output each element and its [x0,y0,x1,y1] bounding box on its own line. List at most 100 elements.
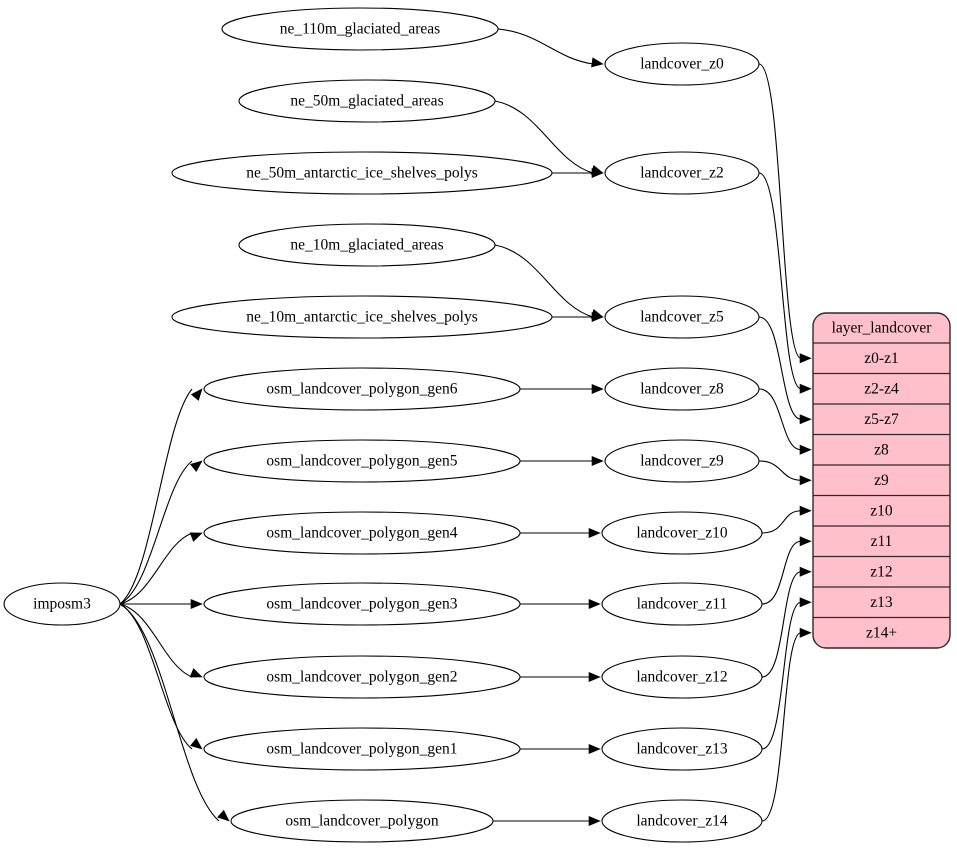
node-label: landcover_z14 [636,813,727,830]
edge-arrowhead [799,566,812,577]
layer-node-landcover_z13[interactable]: landcover_z13 [601,727,763,771]
edge-arrowhead [799,536,812,547]
layer-landcover-table[interactable]: layer_landcover z0-z1 z2-z4 z5-z7 z8 z9 z10 z11… [812,312,951,649]
edge-arrowhead [189,668,203,678]
edge-arrowhead [799,627,812,638]
node-label: landcover_z5 [640,309,724,326]
layer-table-row[interactable]: z0-z1 [864,350,898,367]
edge-imposm3-to-osm_landcover_polygon_gen6 [119,388,193,605]
nodes-layer: imposm3 ne_110m_glaciated_areas ne_50m_gla… [3,7,763,843]
node-label: osm_landcover_polygon_gen5 [266,453,457,470]
edge-arrowhead [588,671,601,683]
edge-landcover_z11-to-layer_landcover-z11 [761,540,802,605]
layer-table-row[interactable]: z12 [870,563,892,580]
node-label: ne_110m_glaciated_areas [280,21,440,38]
node-ellipse [601,799,763,843]
layer-table-row[interactable]: z13 [870,594,893,611]
layer-node-landcover_z8[interactable]: landcover_z8 [604,367,760,411]
edge-arrowhead [799,475,812,486]
node-label: ne_50m_glaciated_areas [290,93,443,110]
table-node-osm_landcover_polygon_gen4[interactable]: osm_landcover_polygon_gen4 [203,511,521,555]
edge-landcover_z9-to-layer_landcover-z9 [758,460,802,481]
node-label: landcover_z8 [640,381,724,398]
node-ellipse [221,7,499,51]
edge-imposm3-to-osm_landcover_polygon [119,603,220,822]
node-ellipse [238,79,496,123]
edge-landcover_z2-to-layer_landcover-z2-z4 [758,172,802,390]
layer-table-row[interactable]: z9 [874,472,889,489]
table-node-ne_50m_glaciated_areas[interactable]: ne_50m_glaciated_areas [238,79,496,123]
layer-table-row[interactable]: z11 [871,533,893,550]
layer-node-landcover_z12[interactable]: landcover_z12 [601,655,763,699]
edge-imposm3-to-osm_landcover_polygon_gen5 [119,460,193,605]
node-ellipse [601,655,763,699]
edge-arrowhead [217,809,230,822]
node-ellipse [203,439,521,483]
edge-landcover_z13-to-layer_landcover-z13 [761,601,802,750]
table-node-osm_landcover_polygon[interactable]: osm_landcover_polygon [230,799,494,843]
layer-node-landcover_z14[interactable]: landcover_z14 [601,799,763,843]
table-node-osm_landcover_polygon_gen1[interactable]: osm_landcover_polygon_gen1 [203,727,521,771]
edge-landcover_z14-to-layer_landcover-z14- [761,632,802,822]
node-label: ne_10m_glaciated_areas [290,237,443,254]
edge-arrowhead [588,815,601,827]
node-ellipse [203,367,521,411]
node-label: landcover_z12 [636,669,727,686]
layer-node-landcover_z11[interactable]: landcover_z11 [601,582,763,626]
edge-arrowhead [799,414,812,425]
layer-table-row[interactable]: z8 [874,441,889,458]
table-node-osm_landcover_polygon_gen5[interactable]: osm_landcover_polygon_gen5 [203,439,521,483]
edge-arrowhead [591,455,604,467]
edge-ne_50m_glaciated_areas-to-landcover_z2 [494,100,594,174]
node-label: osm_landcover_polygon_gen3 [266,596,457,613]
node-label: landcover_z13 [636,741,727,758]
layer-node-landcover_z2[interactable]: landcover_z2 [604,151,760,195]
table-node-ne_10m_glaciated_areas[interactable]: ne_10m_glaciated_areas [238,223,496,267]
node-ellipse [604,42,760,86]
node-ellipse [604,439,760,483]
node-label: ne_10m_antarctic_ice_shelves_polys [246,309,478,326]
layer-table-row[interactable]: z14+ [866,624,897,641]
layer-table-row[interactable]: z10 [870,502,893,519]
layer-node-landcover_z5[interactable]: landcover_z5 [604,295,760,339]
edge-landcover_z0-to-layer_landcover-z0-z1 [758,63,802,359]
node-ellipse [171,295,553,339]
edge-landcover_z12-to-layer_landcover-z12 [761,571,802,678]
node-label: landcover_z10 [636,525,727,542]
node-ellipse [171,151,553,195]
table-node-ne_110m_glaciated_areas[interactable]: ne_110m_glaciated_areas [221,7,499,51]
layer-table-body [812,312,951,649]
edge-arrowhead [799,444,812,455]
layer-table-row[interactable]: z2-z4 [864,380,899,397]
edge-arrowhead [190,598,203,610]
node-label: osm_landcover_polygon_gen4 [266,525,457,542]
table-node-osm_landcover_polygon_gen2[interactable]: osm_landcover_polygon_gen2 [203,655,521,699]
layer-node-landcover_z0[interactable]: landcover_z0 [604,42,760,86]
table-node-osm_landcover_polygon_gen3[interactable]: osm_landcover_polygon_gen3 [203,582,521,626]
layer-node-landcover_z9[interactable]: landcover_z9 [604,439,760,483]
table-node-osm_landcover_polygon_gen6[interactable]: osm_landcover_polygon_gen6 [203,367,521,411]
node-ellipse [604,295,760,339]
node-label: imposm3 [33,596,91,613]
edge-arrowhead [588,743,601,755]
node-ellipse [604,367,760,411]
layer-table-row[interactable]: z5-z7 [864,411,899,428]
node-ellipse [238,223,496,267]
layer-table-header: layer_landcover [832,320,933,337]
edge-imposm3-to-osm_landcover_polygon_gen4 [119,532,193,605]
edge-ne_110m_glaciated_areas-to-landcover_z0 [497,28,594,65]
layer-node-landcover_z10[interactable]: landcover_z10 [601,511,763,555]
node-ellipse [203,511,521,555]
node-ellipse [3,582,121,626]
table-node-ne_10m_antarctic_ice_shelves_polys[interactable]: ne_10m_antarctic_ice_shelves_polys [171,295,553,339]
node-label: landcover_z11 [637,596,728,613]
edge-arrowhead [799,597,812,608]
source-node-imposm3[interactable]: imposm3 [3,582,121,626]
edge-arrowhead [799,505,812,516]
node-label: landcover_z9 [640,453,724,470]
node-label: ne_50m_antarctic_ice_shelves_polys [246,165,478,182]
table-node-ne_50m_antarctic_ice_shelves_polys[interactable]: ne_50m_antarctic_ice_shelves_polys [171,151,553,195]
edge-arrowhead [189,532,203,542]
